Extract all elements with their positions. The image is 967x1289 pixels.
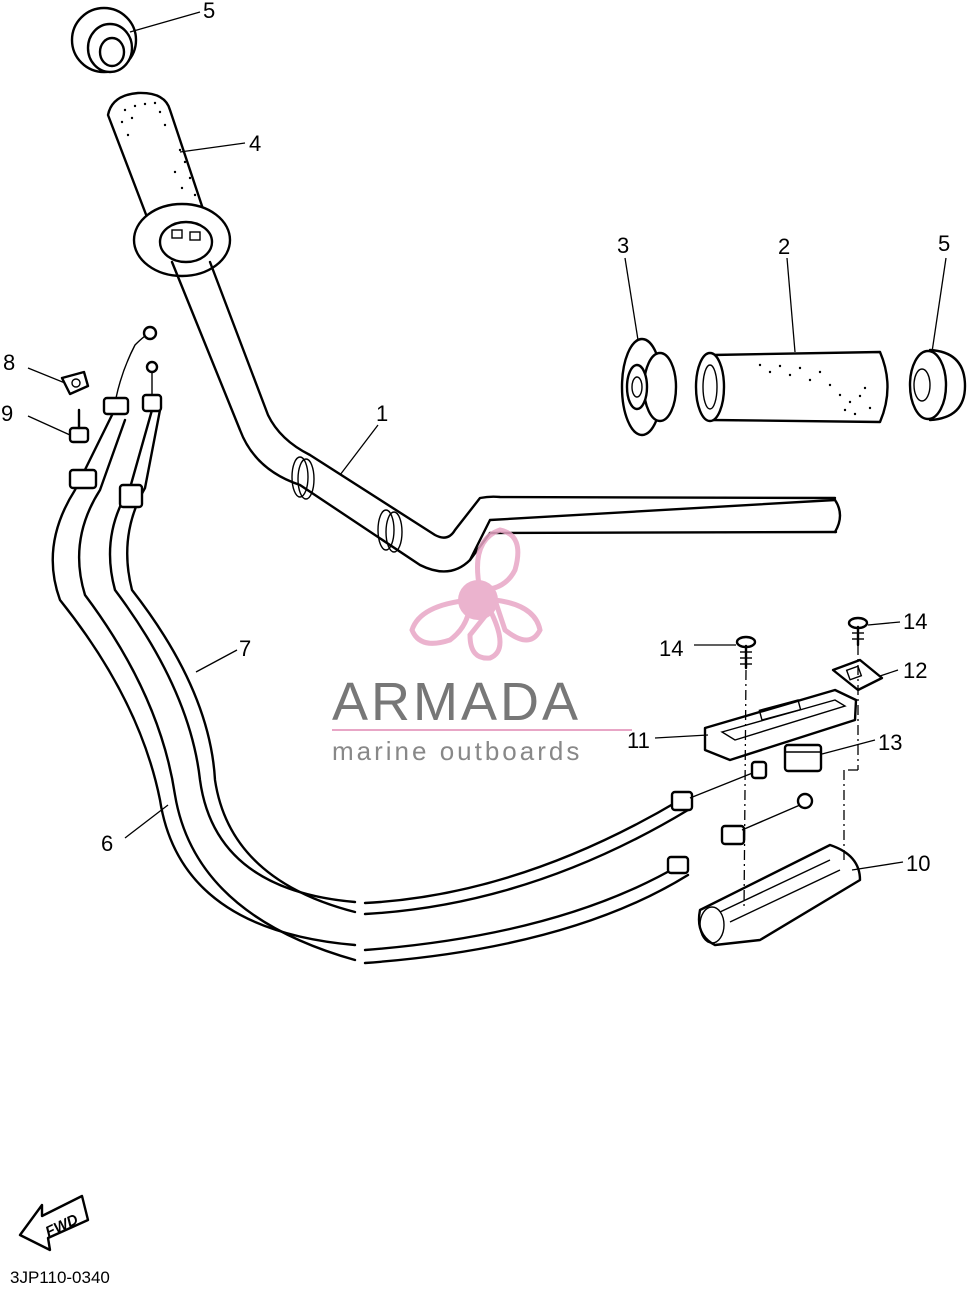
callout-1: 1 xyxy=(376,401,388,426)
leader-lines xyxy=(27,11,947,871)
throttle-cables xyxy=(51,325,814,965)
callout-6: 6 xyxy=(101,831,113,856)
callout-4: 4 xyxy=(249,131,261,156)
callout-10: 10 xyxy=(906,851,930,876)
watermark: ARMADA marine outboards xyxy=(332,527,632,766)
watermark-brand: ARMADA xyxy=(332,672,581,732)
screw-right xyxy=(847,616,869,647)
callout-14-right: 14 xyxy=(903,609,927,634)
propeller-logo xyxy=(409,527,543,661)
grip-end-cap-top xyxy=(70,6,138,74)
left-grip xyxy=(694,350,889,424)
throttle-grip xyxy=(106,91,232,278)
callout-11: 11 xyxy=(627,728,650,753)
screw-left xyxy=(735,635,757,670)
callout-2: 2 xyxy=(778,234,790,259)
callout-3: 3 xyxy=(617,233,629,258)
callout-8: 8 xyxy=(3,350,15,375)
callout-12: 12 xyxy=(903,658,927,683)
callout-7: 7 xyxy=(239,636,251,661)
drawing-code: 3JP110-0340 xyxy=(10,1268,110,1287)
callout-5-top: 5 xyxy=(203,0,215,23)
handlebar xyxy=(170,260,842,573)
fwd-arrow: FWD xyxy=(18,1194,90,1252)
callout-14-left: 14 xyxy=(659,636,683,661)
callout-13: 13 xyxy=(878,730,902,755)
watermark-tagline: marine outboards xyxy=(332,736,582,766)
callout-9: 9 xyxy=(1,401,13,426)
switch-button xyxy=(783,743,823,773)
switch-housing-upper xyxy=(703,688,858,762)
grip-end-cap-right xyxy=(908,348,967,422)
assembly-guides xyxy=(743,645,859,911)
cable-clamp xyxy=(60,370,90,396)
switch-housing-lower xyxy=(697,843,862,947)
screw xyxy=(68,408,90,444)
callouts: 5 4 3 2 5 1 8 9 7 6 14 14 12 11 13 10 xyxy=(1,0,950,876)
grip-holder xyxy=(620,337,678,437)
callout-5-right: 5 xyxy=(938,231,950,256)
